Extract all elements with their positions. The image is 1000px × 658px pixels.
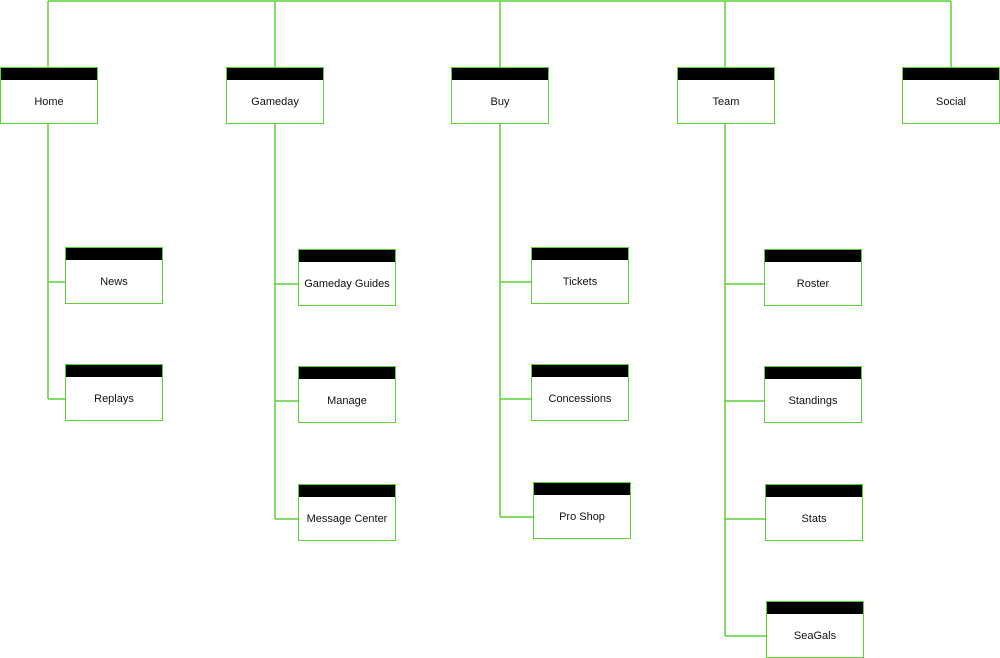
node-header-bar bbox=[766, 485, 862, 497]
node-header-bar bbox=[227, 68, 323, 80]
node-header-bar bbox=[532, 248, 628, 260]
node-social[interactable]: Social bbox=[902, 67, 1000, 124]
node-label: Concessions bbox=[548, 392, 612, 405]
node-standings[interactable]: Standings bbox=[764, 366, 862, 423]
node-label: Manage bbox=[327, 394, 367, 407]
node-label: Roster bbox=[796, 277, 830, 290]
node-replays[interactable]: Replays bbox=[65, 364, 163, 421]
node-home[interactable]: Home bbox=[0, 67, 98, 124]
node-tickets[interactable]: Tickets bbox=[531, 247, 629, 304]
node-header-bar bbox=[299, 250, 395, 262]
node-header-bar bbox=[299, 367, 395, 379]
node-header-bar bbox=[767, 602, 863, 614]
node-manage[interactable]: Manage bbox=[298, 366, 396, 423]
node-header-bar bbox=[299, 485, 395, 497]
node-gameday-guides[interactable]: Gameday Guides bbox=[298, 249, 396, 306]
node-label: Stats bbox=[801, 512, 827, 525]
node-header-bar bbox=[1, 68, 97, 80]
node-label: Social bbox=[936, 95, 966, 108]
node-header-bar bbox=[678, 68, 774, 80]
node-label: Buy bbox=[490, 95, 510, 108]
node-label: Home bbox=[34, 95, 64, 108]
node-seagals[interactable]: SeaGals bbox=[766, 601, 864, 658]
node-header-bar bbox=[452, 68, 548, 80]
node-concessions[interactable]: Concessions bbox=[531, 364, 629, 421]
node-header-bar bbox=[765, 250, 861, 262]
node-header-bar bbox=[532, 365, 628, 377]
node-buy[interactable]: Buy bbox=[451, 67, 549, 124]
node-label: News bbox=[100, 275, 128, 288]
node-header-bar bbox=[66, 248, 162, 260]
node-news[interactable]: News bbox=[65, 247, 163, 304]
node-label: Pro Shop bbox=[559, 510, 605, 523]
node-label: Replays bbox=[94, 392, 134, 405]
node-label: Team bbox=[712, 95, 740, 108]
node-gameday[interactable]: Gameday bbox=[226, 67, 324, 124]
node-label: SeaGals bbox=[793, 629, 837, 642]
node-header-bar bbox=[765, 367, 861, 379]
node-label: Message Center bbox=[306, 512, 388, 525]
node-stats[interactable]: Stats bbox=[765, 484, 863, 541]
node-label: Gameday Guides bbox=[304, 277, 390, 290]
node-label: Tickets bbox=[562, 275, 598, 288]
node-header-bar bbox=[66, 365, 162, 377]
node-label: Standings bbox=[788, 394, 838, 407]
node-team[interactable]: Team bbox=[677, 67, 775, 124]
node-header-bar bbox=[903, 68, 999, 80]
node-roster[interactable]: Roster bbox=[764, 249, 862, 306]
node-pro-shop[interactable]: Pro Shop bbox=[533, 482, 631, 539]
node-message-center[interactable]: Message Center bbox=[298, 484, 396, 541]
node-label: Gameday bbox=[251, 95, 299, 108]
node-header-bar bbox=[534, 483, 630, 495]
